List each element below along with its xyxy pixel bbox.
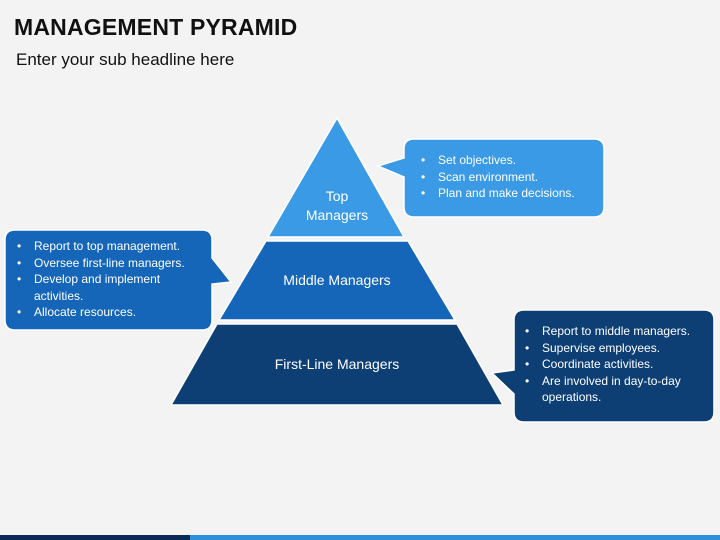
tier-label-middle: Middle Managers xyxy=(283,272,391,288)
footer-bar-dark xyxy=(0,535,190,540)
list-item: Oversee first-line managers. xyxy=(14,255,206,272)
pyramid-tier-middle xyxy=(217,240,457,321)
list-item: Plan and make decisions. xyxy=(418,185,598,202)
footer-bar-light xyxy=(190,535,720,540)
list-item: Report to top management. xyxy=(14,238,206,255)
tier-label-top: Top Managers xyxy=(287,187,387,225)
tier-label-bottom: First-Line Managers xyxy=(274,356,400,372)
list-item: Supervise employees. xyxy=(522,340,710,357)
list-item: Report to middle managers. xyxy=(522,323,710,340)
list-item: Set objectives. xyxy=(418,152,598,169)
middle-managers-bullets: Report to top management. Oversee first-… xyxy=(14,238,206,321)
top-managers-bullets: Set objectives. Scan environment. Plan a… xyxy=(418,152,598,202)
list-item: Scan environment. xyxy=(418,169,598,186)
list-item: Allocate resources. xyxy=(14,304,206,321)
tier-label-top-line1: Top xyxy=(325,188,349,204)
tier-label-top-line2: Managers xyxy=(305,207,369,223)
pyramid-tier-bottom xyxy=(169,323,505,406)
list-item: Are involved in day-to-day operations. xyxy=(522,373,710,406)
page-subtitle: Enter your sub headline here xyxy=(16,50,235,69)
list-item: Develop and implement activities. xyxy=(14,271,206,304)
page-title: MANAGEMENT PYRAMID xyxy=(14,14,298,40)
pyramid-tier-top xyxy=(266,116,406,238)
list-item: Coordinate activities. xyxy=(522,356,710,373)
first-line-managers-bullets: Report to middle managers. Supervise emp… xyxy=(522,323,710,406)
